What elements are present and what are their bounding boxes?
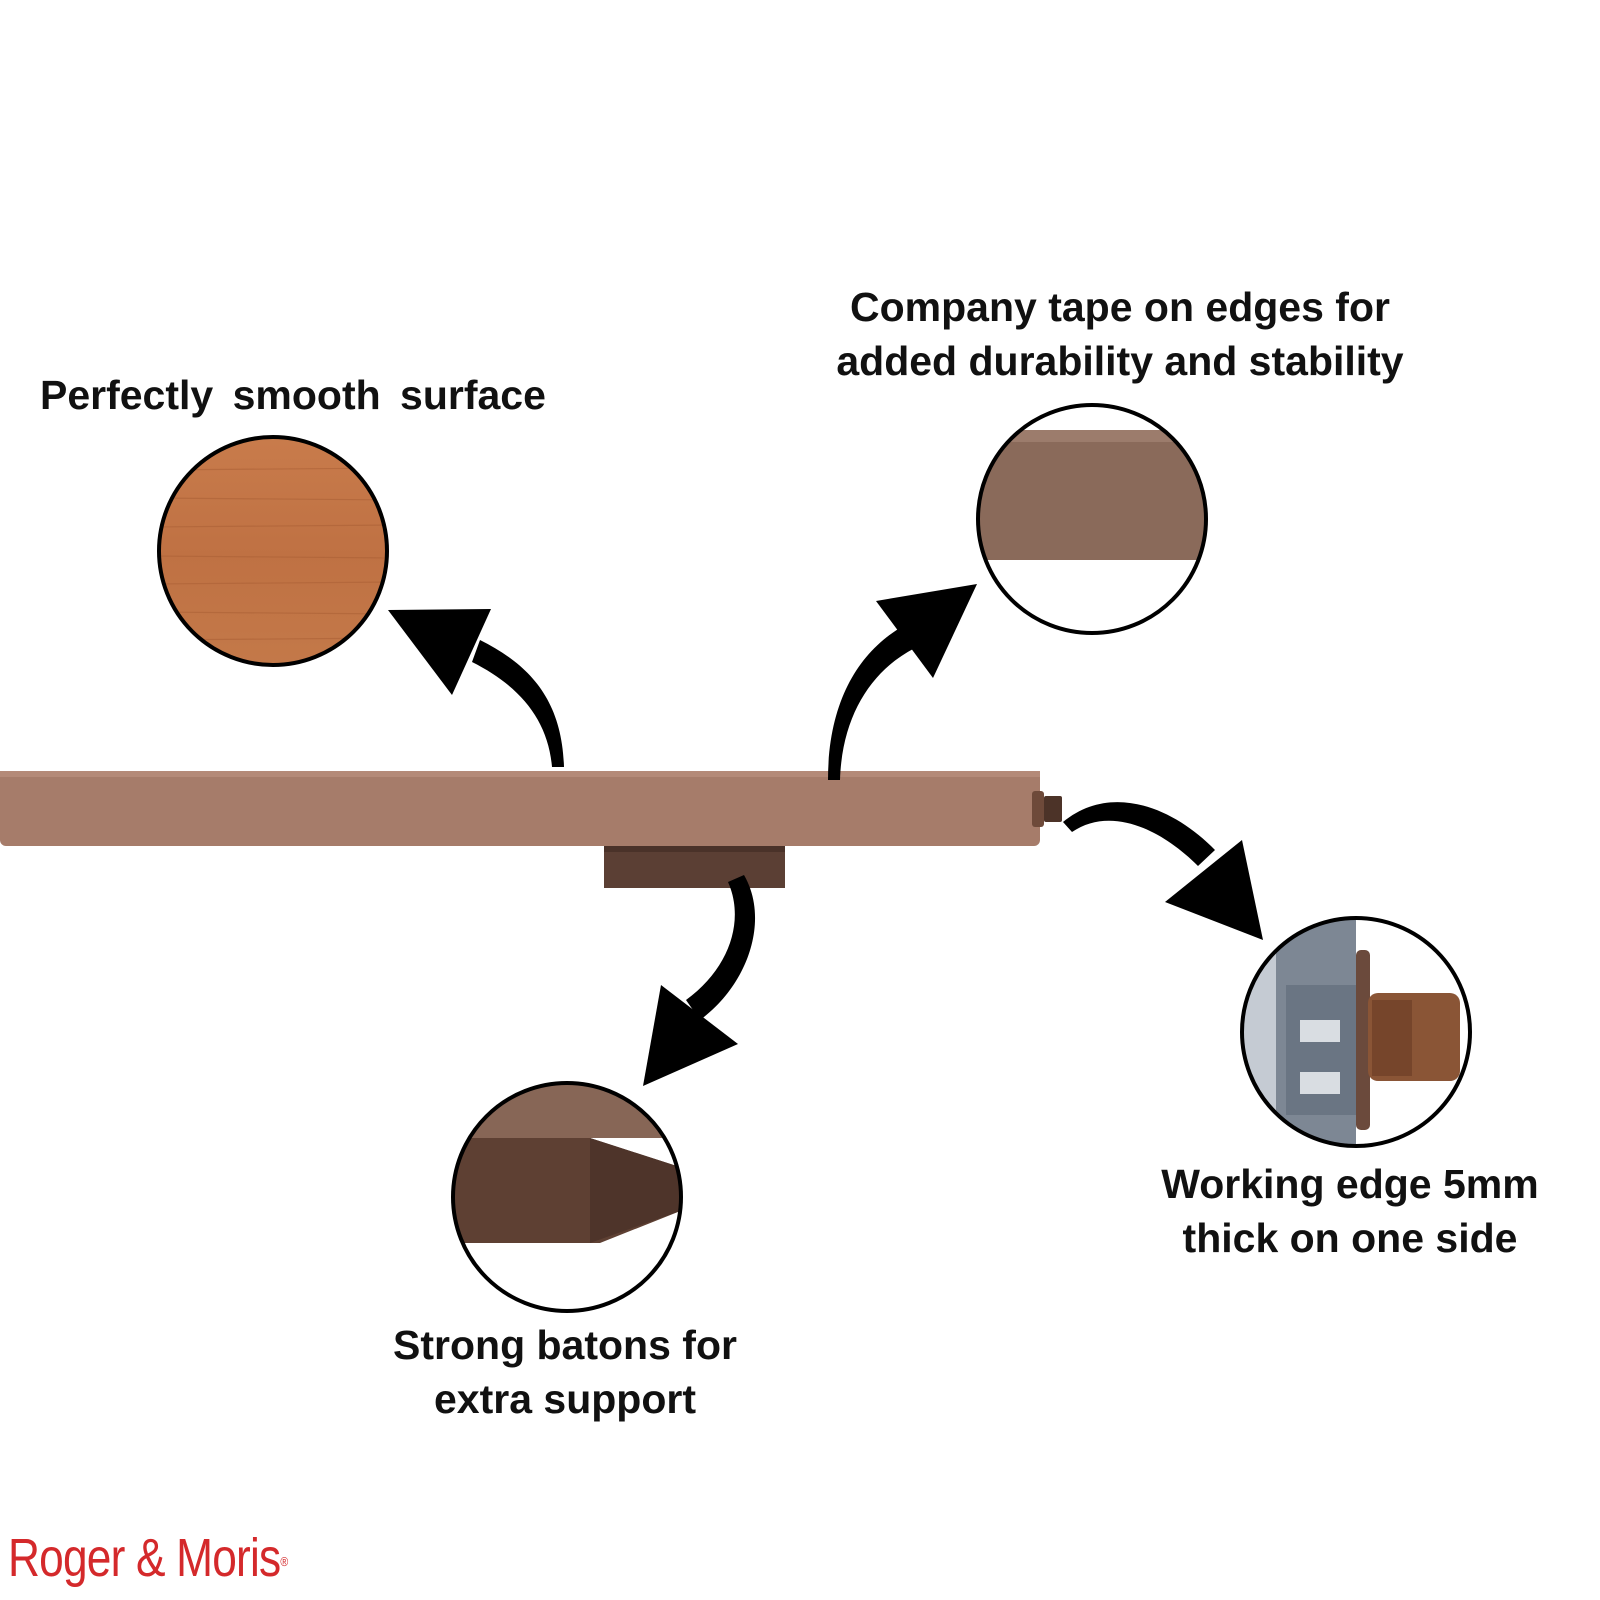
board — [0, 771, 1062, 846]
callout-line: Strong batons for — [393, 1322, 737, 1368]
callout-company-tape: Company tape on edges for added durabili… — [780, 280, 1460, 388]
callout-line: extra support — [434, 1376, 696, 1422]
brand-logo: Roger & Moris® — [8, 1528, 288, 1588]
callout-line: added durability and stability — [836, 338, 1404, 384]
arrow-to-surface — [388, 609, 564, 767]
arrow-to-batons — [643, 875, 756, 1086]
callout-smooth-surface: Perfectly smooth surface — [40, 368, 630, 422]
callout-line: thick on one side — [1182, 1215, 1518, 1261]
callout-working-edge: Working edge 5mm thick on one side — [1120, 1157, 1580, 1265]
batons-detail-circle — [451, 1081, 683, 1313]
edge-detail-circle — [1240, 916, 1472, 1148]
arrow-to-edge — [1063, 802, 1263, 940]
callout-line: Company tape on edges for — [850, 284, 1390, 330]
callout-line: Perfectly smooth surface — [40, 372, 546, 418]
surface-detail-circle — [157, 435, 389, 667]
callout-line: Working edge 5mm — [1161, 1161, 1539, 1207]
brand-name: Roger & Moris — [8, 1528, 281, 1588]
tape-detail-circle — [976, 403, 1208, 635]
callout-strong-batons: Strong batons for extra support — [340, 1318, 790, 1426]
baton — [604, 846, 785, 888]
arrow-to-tape — [828, 584, 977, 780]
registered-mark: ® — [280, 1554, 288, 1569]
